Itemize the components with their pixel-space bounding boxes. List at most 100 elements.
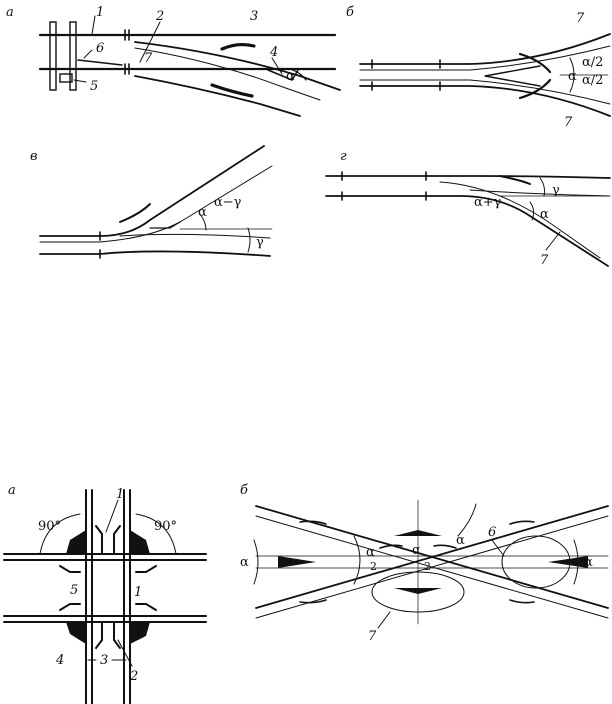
angle-label: γ [552,183,560,198]
label: 2 [129,669,138,684]
angle-arc [569,57,575,93]
guard-rail [59,565,81,611]
bottom-panel-a: а 90° 90° 1 1 2 3 4 5 [3,483,207,704]
guard-rail [210,83,254,98]
leader-line [271,57,283,75]
label: 1 [134,585,142,600]
panel-letter: г [340,149,347,164]
switch-point [77,59,123,66]
angle-arc [573,539,579,585]
switch-rod [59,73,73,83]
crossing-block [130,622,150,644]
top-panel-g: г γ α+γ α 7 [325,149,611,268]
rail [325,175,611,179]
rail [255,505,609,609]
angle-label: α [568,69,577,84]
label: 2 [155,9,164,24]
label: 1 [96,5,104,20]
label: 3 [100,653,108,668]
angle-arc [135,513,177,555]
angle-label: α [198,205,207,220]
angle-label: 90° [154,519,177,534]
guard-rail [95,525,121,555]
switch-sleeper [69,21,77,91]
panel-letter: б [346,5,354,20]
panel-letter: б [240,483,248,498]
frog [278,556,316,568]
angle-label: α [456,533,465,548]
panel-letter: в [30,149,38,164]
guard-rail [509,520,535,604]
label: 5 [70,583,78,598]
leader-line [491,539,505,557]
rail [469,189,611,197]
rail [255,515,609,619]
angle-label: α [286,69,295,84]
rail [325,195,609,267]
frog [267,69,299,82]
diverging-rail [134,47,321,101]
rail [39,250,271,257]
leader-line [73,79,87,83]
angle-label: α/2 [582,73,603,88]
angle-arc [529,201,535,221]
guard-rail [135,565,157,611]
rail [359,79,611,105]
angle-label: α [240,555,249,570]
leader-line [117,639,133,667]
leader-line [105,499,119,533]
subscript: 2 [424,560,431,573]
label: 7 [540,253,549,268]
label: 1 [116,487,124,502]
label: 4 [55,653,64,668]
rail [359,45,611,71]
rail [359,85,611,117]
panel-letter: а [6,5,14,20]
label: 5 [90,79,98,94]
frog [149,221,181,229]
angle-arc [457,503,477,537]
angle-arc [39,513,81,555]
label: 7 [576,11,585,26]
top-panel-v: в α α−γ γ [30,145,273,259]
panel-letter: а [8,483,16,498]
guard-rail [220,42,256,51]
label: 6 [96,41,104,56]
bottom-panel-b: б α α α α α 2 2 6 7 [240,483,609,644]
crossing-block [130,530,150,554]
top-panel-b: б 7 7 α α/2 α/2 [346,5,611,130]
leader-line [83,49,93,59]
angle-label: 90° [38,519,61,534]
angle-label: γ [256,235,264,250]
diverging-rail [134,75,301,117]
leader-line [545,231,561,251]
label: 6 [488,525,496,540]
angle-label: α [540,207,549,222]
angle-arc [247,227,251,253]
guard-rail [119,203,151,223]
guard-rail [95,621,121,649]
angle-label: α [412,543,421,558]
leader-line [377,611,391,629]
label: 7 [144,51,153,66]
rail [359,33,611,65]
angle-arc [253,539,259,585]
angle-label: α+γ [474,195,502,210]
guard-rail [299,520,327,604]
subscript: 2 [370,560,377,573]
angle-arc [199,213,207,231]
angle-arc [289,68,307,81]
rail [119,233,271,239]
guard-rail [518,52,552,100]
angle-label: α [584,555,593,570]
label: 3 [250,9,258,24]
label: 4 [269,45,278,60]
switch-sleeper [49,21,57,91]
guard-rail [379,544,457,549]
angle-label: α/2 [582,55,603,70]
rail [439,181,601,259]
crossing-ellipse [501,535,571,589]
label: 7 [564,115,573,130]
frog [548,556,588,568]
